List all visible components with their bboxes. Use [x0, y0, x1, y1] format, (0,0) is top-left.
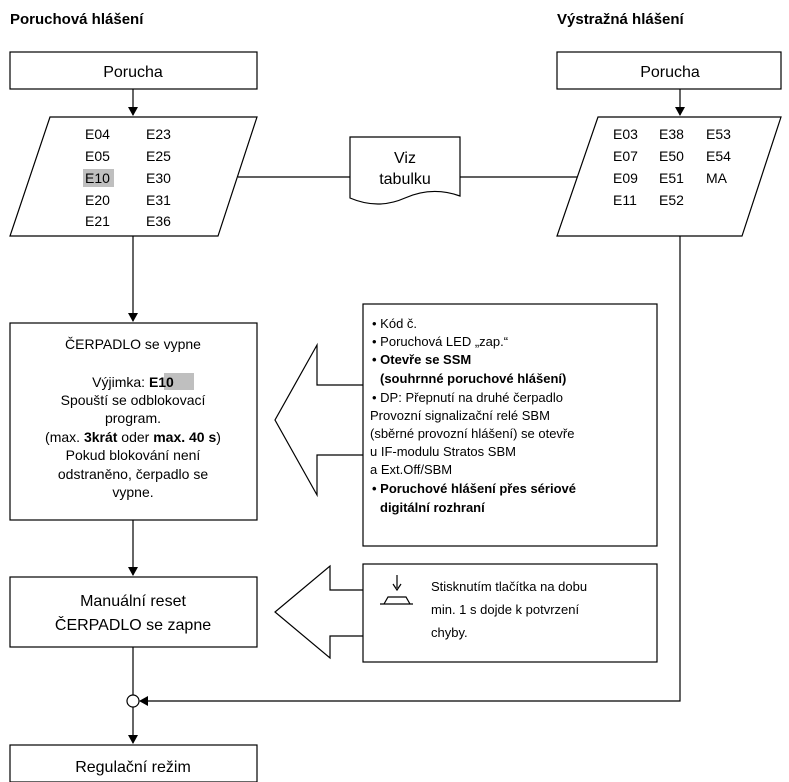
see-table-line2: tabulku — [379, 171, 431, 188]
see-table-document — [349, 136, 461, 205]
left-codes-col1: E04 E05 E10 E20 E21 — [85, 126, 110, 229]
right-codes-col1: E03 E07 E09 E11 — [613, 126, 638, 208]
line5-b: 3krát — [84, 429, 118, 445]
hollow-arrow-button — [274, 564, 366, 660]
push-button-icon — [380, 575, 413, 605]
info-list: • Kód č. • Poruchová LED „zap.“ • Otevře… — [370, 316, 576, 515]
info-item: u IF-modulu Stratos SBM — [370, 444, 516, 459]
control-mode-box — [9, 744, 258, 782]
info-item: • Kód č. — [372, 316, 417, 331]
info-item: a Ext.Off/SBM — [370, 462, 452, 477]
code: E30 — [146, 170, 171, 186]
control-mode-label: Regulační režim — [75, 759, 191, 776]
code: E23 — [146, 126, 171, 142]
code: E09 — [613, 170, 638, 186]
info-item: (sběrné provozní hlášení) se otevře — [370, 426, 575, 441]
left-codes-col2: E23 E25 E30 E31 E36 — [146, 126, 171, 229]
code: E36 — [146, 213, 171, 229]
code: MA — [706, 170, 728, 186]
pump-off-exception: Výjimka: E10 — [92, 374, 174, 390]
code: E05 — [85, 148, 110, 164]
left-heading: Poruchová hlášení — [10, 11, 144, 28]
info-box — [362, 303, 658, 547]
info-item: digitální rozhraní — [380, 500, 485, 515]
left-fault-box — [9, 51, 258, 90]
e10-highlight — [83, 169, 114, 187]
pump-off-box — [9, 322, 258, 521]
right-codes-col2: E38 E50 E51 E52 — [659, 126, 684, 208]
code: E51 — [659, 170, 684, 186]
pump-off-line5: (max. 3krát oder max. 40 s) — [45, 429, 221, 445]
left-fault-label: Porucha — [103, 64, 163, 81]
right-heading: Výstražná hlášení — [557, 11, 685, 28]
manual-reset-box — [9, 576, 258, 648]
info-item: Provozní signalizační relé SBM — [370, 408, 550, 423]
hollow-arrow-info — [274, 342, 366, 498]
code: E20 — [85, 192, 110, 208]
exception-code: E10 — [149, 374, 174, 390]
pump-off-line1: ČERPADLO se vypne — [65, 336, 201, 352]
pump-off-line7: odstraněno, čerpadlo se — [58, 466, 208, 482]
right-fault-box — [556, 51, 782, 90]
code: E52 — [659, 192, 684, 208]
info-item: • Otevře se SSM — [372, 352, 471, 367]
button-note-line3: chyby. — [431, 625, 468, 640]
right-codes-col3: E53 E54 MA — [706, 126, 731, 186]
line5-d: max. 40 s — [153, 429, 216, 445]
right-codes-parallelogram — [556, 116, 782, 237]
connector-warnings-to-junction — [139, 236, 681, 706]
e10-exception-highlight — [164, 373, 194, 390]
info-item: (souhrnné poruchové hlášení) — [380, 371, 566, 386]
pump-off-line8: vypne. — [112, 484, 153, 500]
junction-node — [126, 694, 140, 708]
code: E11 — [613, 192, 637, 208]
code: E38 — [659, 126, 684, 142]
exception-label: Výjimka: — [92, 374, 149, 390]
code: E03 — [613, 126, 638, 142]
info-item: • Poruchová LED „zap.“ — [372, 334, 508, 349]
line5-a: (max. — [45, 429, 84, 445]
button-note-line2: min. 1 s dojde k potvrzení — [431, 602, 580, 617]
info-item: • DP: Přepnutí na druhé čerpadlo — [372, 390, 563, 405]
see-table-line1: Viz — [394, 150, 416, 167]
code: E54 — [706, 148, 731, 164]
code: E50 — [659, 148, 684, 164]
manual-reset-line2: ČERPADLO se zapne — [55, 615, 211, 634]
right-fault-label: Porucha — [640, 64, 700, 81]
code: E07 — [613, 148, 638, 164]
code: E53 — [706, 126, 731, 142]
code: E21 — [85, 213, 110, 229]
code: E10 — [85, 170, 110, 186]
manual-reset-line1: Manuální reset — [80, 593, 186, 610]
line5-c: oder — [117, 429, 153, 445]
button-note-box — [362, 563, 658, 663]
left-codes-parallelogram — [9, 116, 258, 237]
pump-off-line3: Spouští se odblokovací — [61, 392, 206, 408]
code: E25 — [146, 148, 171, 164]
info-item: • Poruchové hlášení přes sériové — [372, 481, 576, 496]
button-note-line1: Stisknutím tlačítka na dobu — [431, 579, 587, 594]
line5-e: ) — [216, 429, 221, 445]
pump-off-line4: program. — [105, 410, 161, 426]
code: E31 — [146, 192, 171, 208]
code: E04 — [85, 126, 110, 142]
pump-off-line6: Pokud blokování není — [66, 447, 201, 463]
